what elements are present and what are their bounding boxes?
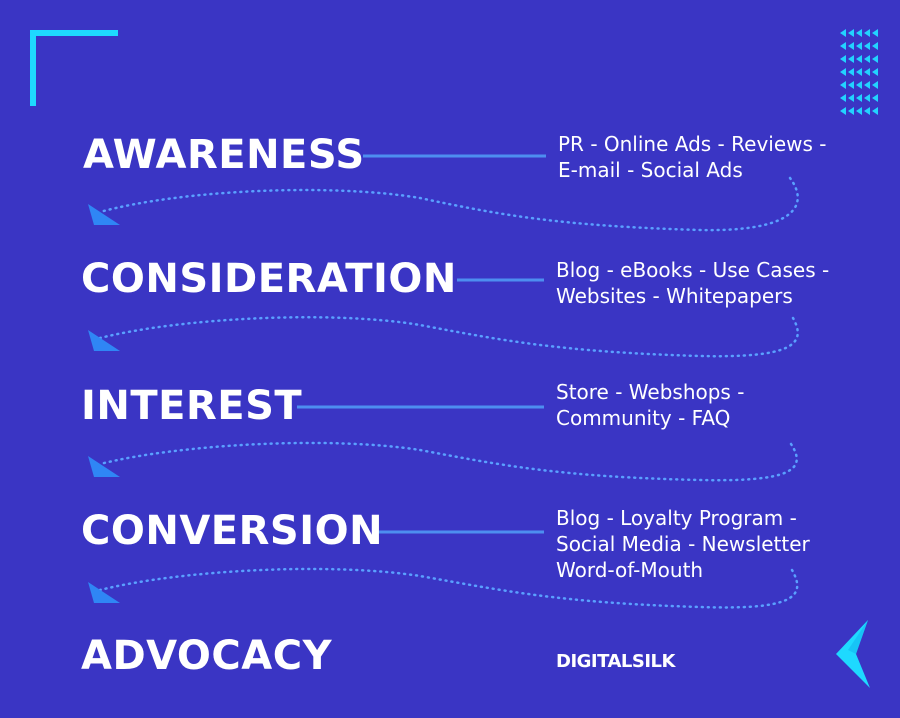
dotted-arrow-4 (88, 567, 799, 609)
stage-label-interest: INTEREST (81, 383, 303, 429)
triangle-mark (840, 107, 846, 115)
desc-line: Word-of-Mouth (556, 558, 704, 582)
corner-bracket-icon (30, 30, 118, 106)
triangle-mark (856, 55, 862, 63)
desc-line: Social Media - Newsletter (556, 532, 810, 556)
triangle-mark (840, 29, 846, 37)
desc-line: PR - Online Ads - Reviews - (558, 132, 827, 156)
triangle-mark (848, 55, 854, 63)
desc-line: Blog - Loyalty Program - (556, 506, 797, 530)
triangle-mark (840, 42, 846, 50)
dotted-arrow-1 (88, 176, 799, 232)
triangle-mark (864, 55, 870, 63)
triangle-mark (856, 68, 862, 76)
triangle-mark (856, 107, 862, 115)
triangle-mark (848, 42, 854, 50)
desc-line: Blog - eBooks - Use Cases - (556, 258, 830, 282)
stage-label-awareness: AWARENESS (83, 132, 365, 178)
arrowhead-icon (88, 582, 120, 603)
desc-line: Websites - Whitepapers (556, 284, 793, 308)
arrowhead-icon (88, 330, 120, 351)
desc-line: E-mail - Social Ads (558, 158, 743, 182)
triangle-mark (872, 55, 878, 63)
arrowhead-icon (88, 204, 120, 225)
triangle-mark (872, 94, 878, 102)
triangle-mark (840, 68, 846, 76)
desc-line: Community - FAQ (556, 406, 731, 430)
stage-desc-interest: Store - Webshops - Community - FAQ (556, 379, 744, 431)
desc-line: Store - Webshops - (556, 380, 745, 404)
triangle-mark (872, 29, 878, 37)
triangle-mark (840, 55, 846, 63)
stage-desc-awareness: PR - Online Ads - Reviews - E-mail - Soc… (558, 131, 827, 183)
triangle-mark (864, 68, 870, 76)
triangle-mark (864, 94, 870, 102)
dotted-arrow-2 (88, 316, 799, 358)
triangle-mark (848, 68, 854, 76)
arrowhead-icon (88, 456, 120, 477)
stage-label-conversion: CONVERSION (81, 508, 384, 554)
chevron-left-icon (836, 620, 870, 688)
triangle-mark (864, 42, 870, 50)
stage-label-advocacy: ADVOCACY (81, 633, 333, 679)
triangle-mark (864, 29, 870, 37)
triangle-mark (840, 81, 846, 89)
triangle-mark (848, 81, 854, 89)
triangle-mark (872, 107, 878, 115)
triangle-mark (848, 107, 854, 115)
triangle-mark (856, 42, 862, 50)
stage-label-consideration: CONSIDERATION (81, 256, 457, 302)
brand-logo: DIGITALSILK (556, 651, 675, 672)
triangle-mark (856, 94, 862, 102)
triangle-mark (864, 81, 870, 89)
triangle-pattern-icon (840, 29, 878, 115)
triangle-mark (872, 68, 878, 76)
triangle-mark (864, 107, 870, 115)
triangle-mark (856, 29, 862, 37)
triangle-mark (848, 94, 854, 102)
triangle-mark (840, 94, 846, 102)
dotted-arrow-3 (88, 441, 798, 482)
stage-desc-consideration: Blog - eBooks - Use Cases - Websites - W… (556, 257, 829, 309)
triangle-mark (848, 29, 854, 37)
triangle-mark (856, 81, 862, 89)
triangle-mark (872, 42, 878, 50)
triangle-mark (872, 81, 878, 89)
stage-desc-conversion: Blog - Loyalty Program - Social Media - … (556, 505, 810, 583)
